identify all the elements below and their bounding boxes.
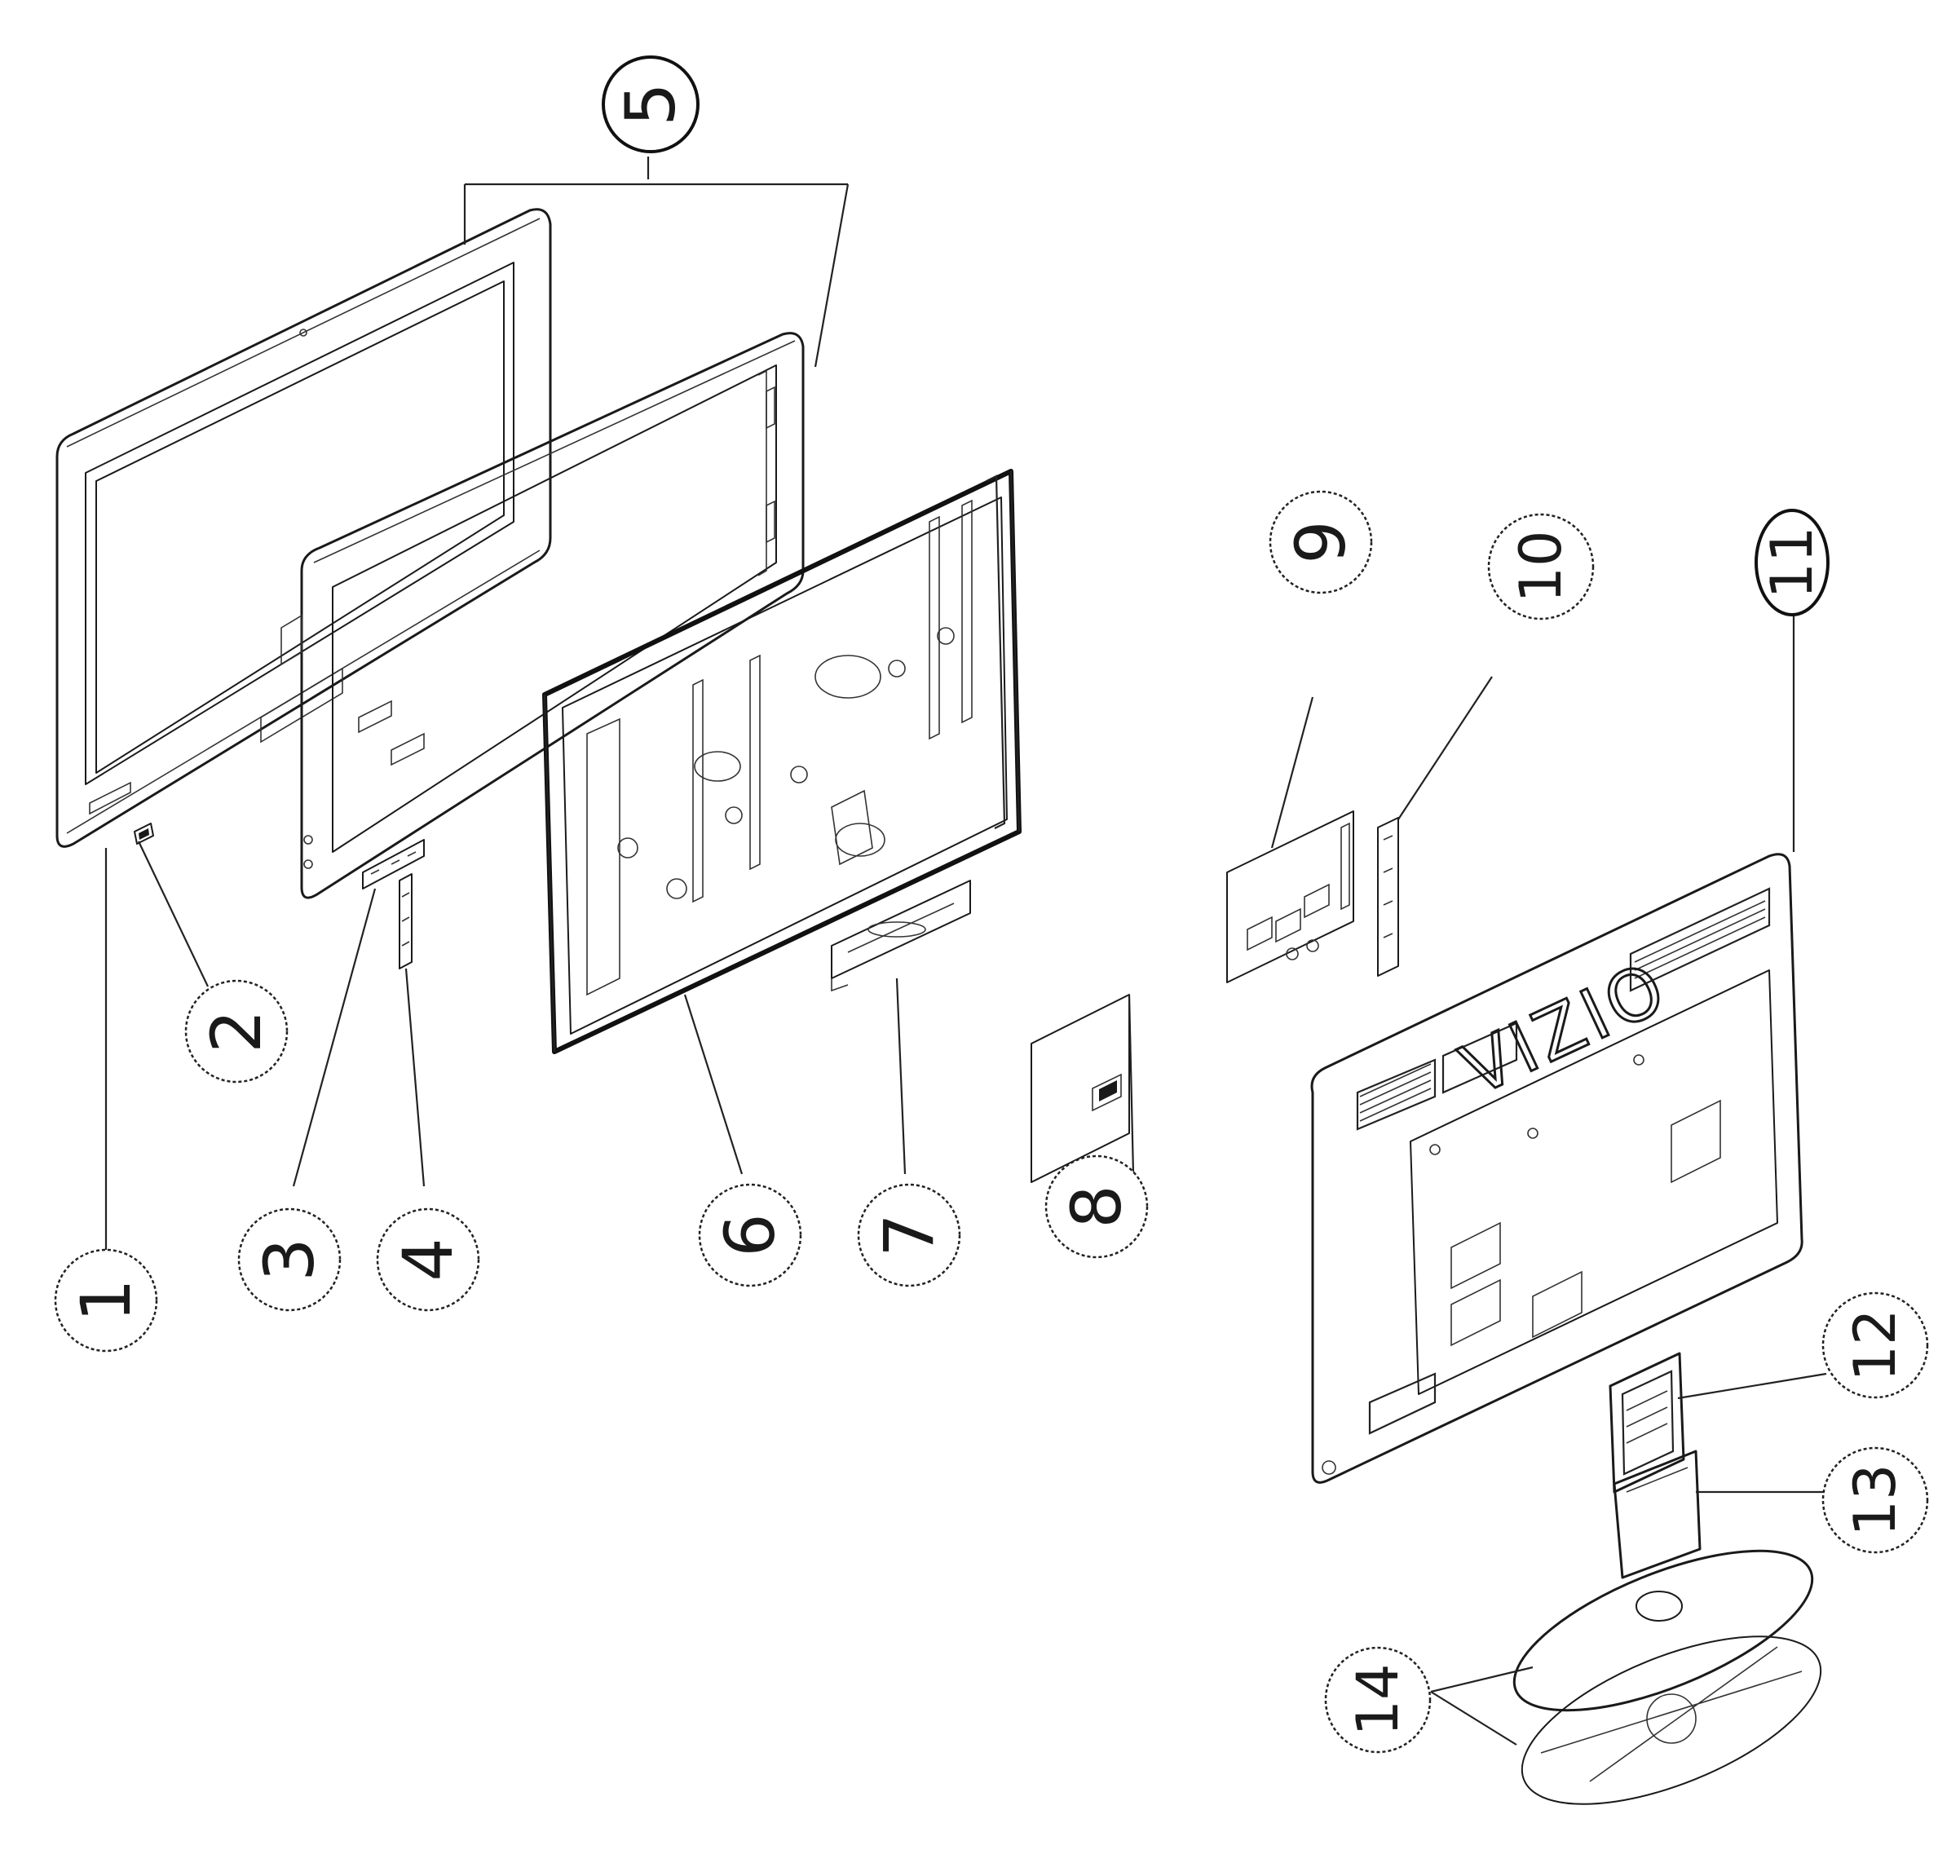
part-button bbox=[134, 823, 154, 845]
callout-7: 7 bbox=[857, 1183, 961, 1287]
part-neck-cover bbox=[1613, 1450, 1702, 1579]
callout-4: 4 bbox=[376, 1207, 480, 1312]
svg-text:12: 12 bbox=[1842, 1309, 1909, 1381]
svg-text:5: 5 bbox=[611, 82, 691, 126]
part-key-board bbox=[362, 839, 425, 889]
callout-8: 8 bbox=[1044, 1154, 1149, 1259]
part-power-board bbox=[1031, 994, 1130, 1183]
svg-text:7: 7 bbox=[869, 1213, 949, 1256]
callout-2: 2 bbox=[184, 979, 289, 1084]
svg-text:9: 9 bbox=[1281, 520, 1361, 563]
part-main-board bbox=[1226, 810, 1354, 983]
callout-6: 6 bbox=[698, 1183, 802, 1287]
svg-text:2: 2 bbox=[196, 1009, 276, 1053]
callout-3: 3 bbox=[237, 1207, 342, 1312]
callout-14: 14 bbox=[1324, 1646, 1432, 1754]
svg-text:11: 11 bbox=[1759, 526, 1825, 598]
part-stand-neck bbox=[1609, 1352, 1685, 1494]
svg-text:4: 4 bbox=[388, 1238, 468, 1281]
callout-5: 5 bbox=[602, 55, 700, 153]
callout-12: 12 bbox=[1821, 1291, 1929, 1399]
part-back-cover: VIZIO bbox=[1310, 853, 1803, 1484]
part-panel-chassis bbox=[542, 469, 1022, 1054]
part-ir-board bbox=[399, 873, 413, 969]
svg-text:13: 13 bbox=[1842, 1463, 1909, 1536]
svg-text:1: 1 bbox=[66, 1278, 146, 1322]
part-bracket bbox=[831, 880, 971, 992]
callout-11: 11 bbox=[1755, 509, 1830, 616]
callout-1: 1 bbox=[54, 1248, 158, 1353]
callout-9: 9 bbox=[1269, 490, 1373, 594]
svg-text:3: 3 bbox=[249, 1238, 329, 1281]
callout-10: 10 bbox=[1487, 513, 1595, 620]
callout-13: 13 bbox=[1821, 1446, 1929, 1554]
svg-text:14: 14 bbox=[1344, 1663, 1411, 1736]
svg-text:8: 8 bbox=[1057, 1185, 1137, 1228]
part-stand-base bbox=[1512, 1549, 1822, 1805]
svg-text:6: 6 bbox=[710, 1213, 790, 1256]
svg-text:10: 10 bbox=[1508, 530, 1574, 603]
part-front-bezel bbox=[55, 208, 552, 848]
brand-logo: VIZIO bbox=[1450, 946, 1680, 1111]
part-side-board bbox=[1377, 817, 1399, 977]
